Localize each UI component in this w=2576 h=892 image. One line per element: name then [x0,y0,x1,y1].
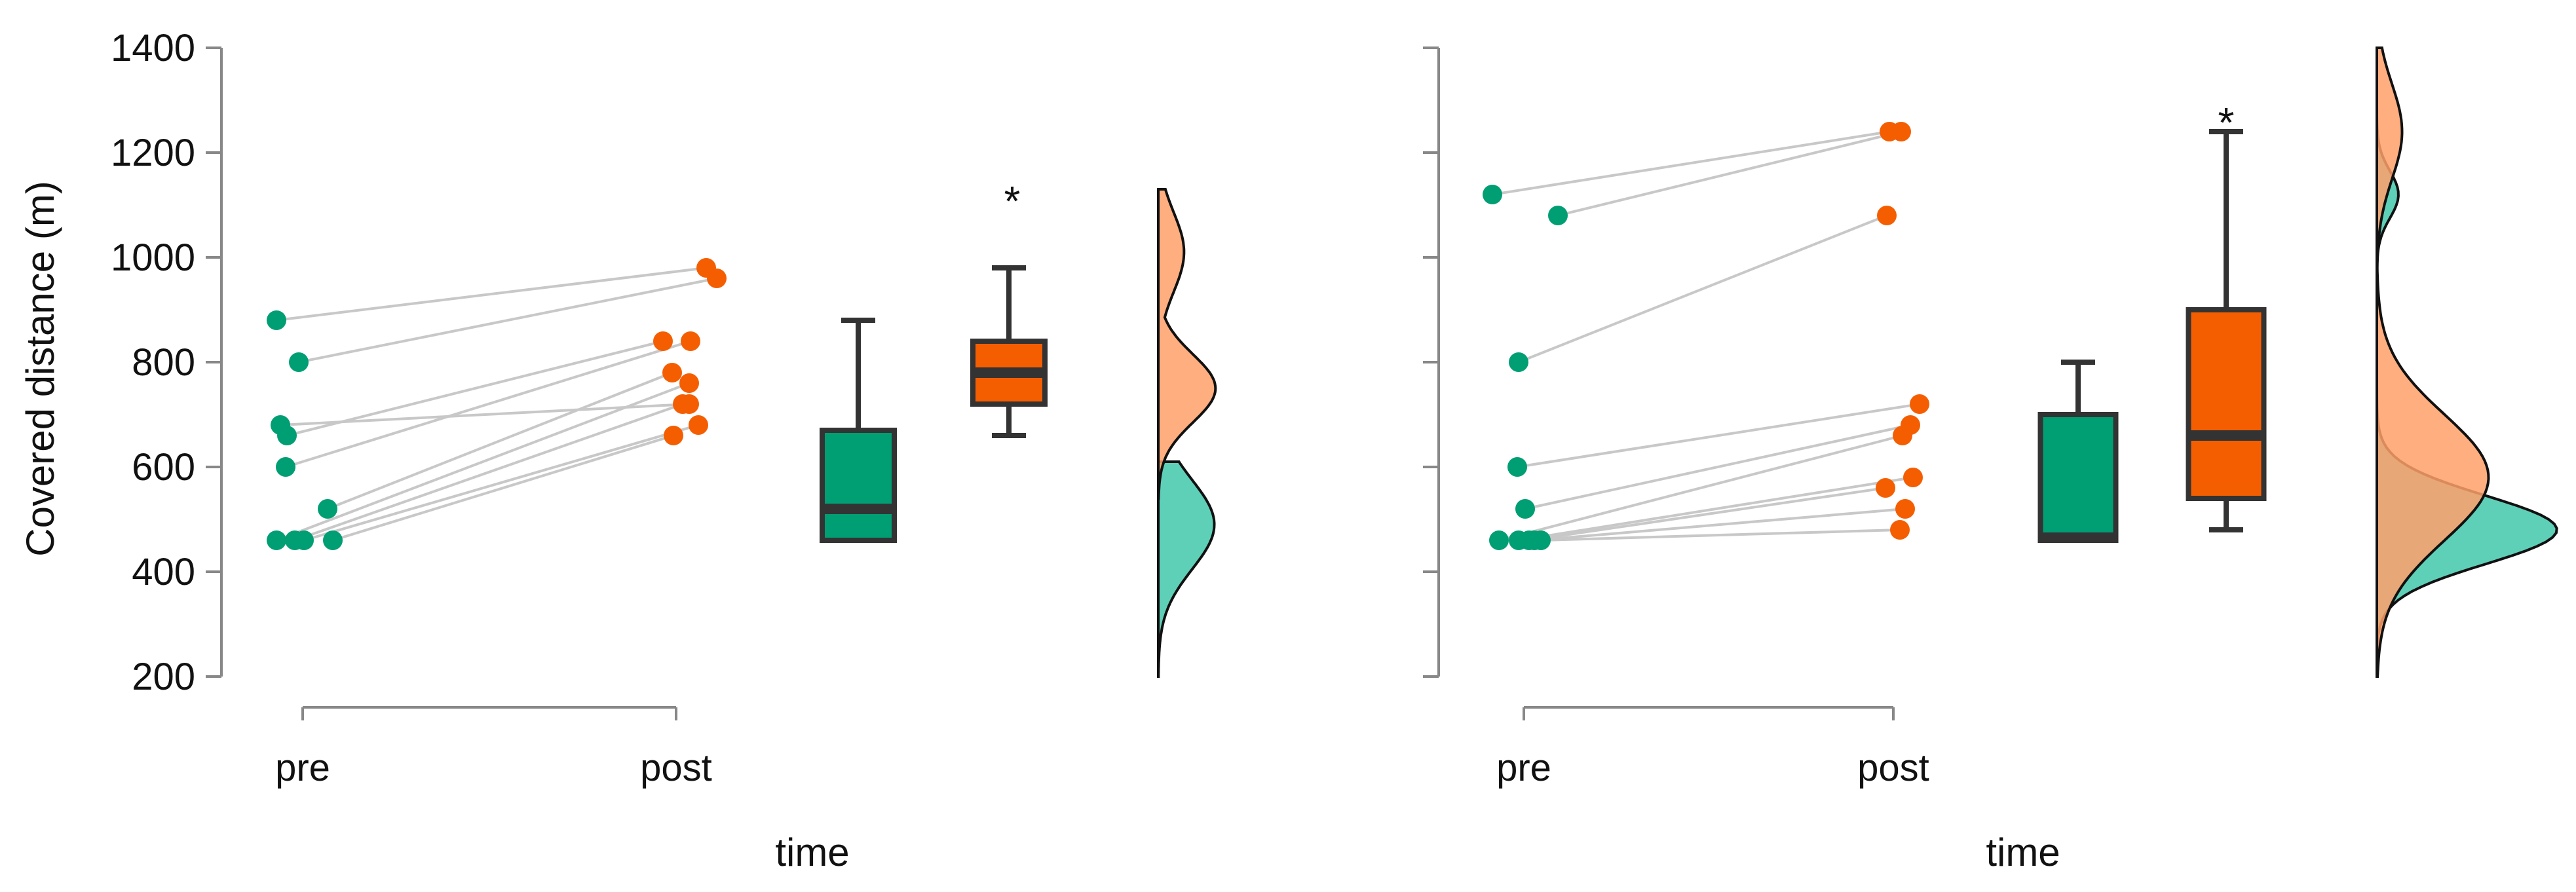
pre-point [318,499,337,519]
post-point [662,363,682,382]
pre-point [277,426,297,445]
y-tick-label: 400 [132,551,195,593]
post-point [689,415,708,435]
pair-line [285,340,691,468]
y-tick-label: 800 [132,341,195,384]
x-tick-label-post: post [1857,747,1929,789]
post-point [1876,478,1895,498]
x-axis-title: time [775,830,849,874]
pair-line [280,403,690,426]
significance-star: * [1004,177,1021,225]
pair-line [1498,434,1903,542]
pre-point [276,457,295,477]
post-point [707,269,727,288]
right-panel: pre post time * [1423,46,2558,874]
pre-point [267,310,286,330]
pair-line [1534,508,1906,542]
x-tick-label-post: post [640,747,712,789]
post-point [1891,122,1911,141]
post-point [681,331,700,351]
pair-line [1528,487,1886,542]
pair-line [286,340,664,437]
pair-line [1517,403,1920,468]
post-point [664,426,683,445]
y-tick-label: 1000 [111,236,195,279]
pre-point [1548,206,1568,225]
y-axis-title: Covered distance (m) [18,181,62,557]
pre-box [2037,412,2119,543]
y-tick-label: 1400 [111,27,195,69]
pre-box [820,428,897,543]
pre-point [289,352,309,372]
post-point [673,394,692,414]
post-density [2376,46,2490,678]
density-clouds [2376,46,2558,678]
pair-line [1518,214,1887,363]
pair-line [1492,130,1890,196]
pair-line [276,267,707,322]
post-point [1895,499,1915,519]
pre-point [1489,530,1509,550]
boxplots [820,265,1048,543]
pre-point [294,530,314,550]
pre-point [323,530,343,550]
y-tick-label: 200 [132,656,195,698]
pre-point [1507,457,1527,477]
pair-line [1540,529,1901,542]
pre-point [1509,352,1528,372]
pair-line [294,403,683,542]
pre-point [1531,530,1551,550]
post-density [1157,188,1217,500]
pair-line [1525,424,1911,510]
significance-star: * [2218,99,2235,146]
pair-line [276,382,690,542]
left-panel: 200 400 600 800 1000 1200 1400 pre post time C… [18,27,1217,874]
data-points [1483,122,1929,550]
x-tick-label-pre: pre [1496,747,1551,789]
post-point [1903,468,1923,487]
post-point [1910,394,1929,414]
post-point [653,331,673,351]
post-point [679,373,699,393]
y-ticks: 200 400 600 800 1000 1200 1400 [111,27,221,698]
pair-line [332,434,674,542]
pair-line [1557,130,1902,217]
data-points [267,258,727,550]
pair-line [327,371,673,510]
pre-point [267,530,286,550]
y-ticks [1423,46,1439,678]
x-tick-label-pre: pre [275,747,330,789]
pre-point [1483,185,1502,204]
post-point [1890,520,1910,540]
post-box [2186,307,2267,501]
boxplots [2037,129,2267,543]
paired-lines [276,267,717,542]
pair-line [1518,476,1914,542]
y-tick-label: 1200 [111,132,195,174]
paired-lines [1492,130,1920,542]
pre-point [1515,499,1535,519]
y-tick-label: 600 [132,446,195,489]
x-axis-title: time [1986,830,2060,874]
post-point [1877,206,1897,225]
post-point [1893,426,1912,445]
density-clouds [1157,188,1217,678]
pair-line [303,424,699,542]
pre-density [1157,460,1216,678]
pair-line [298,277,717,363]
